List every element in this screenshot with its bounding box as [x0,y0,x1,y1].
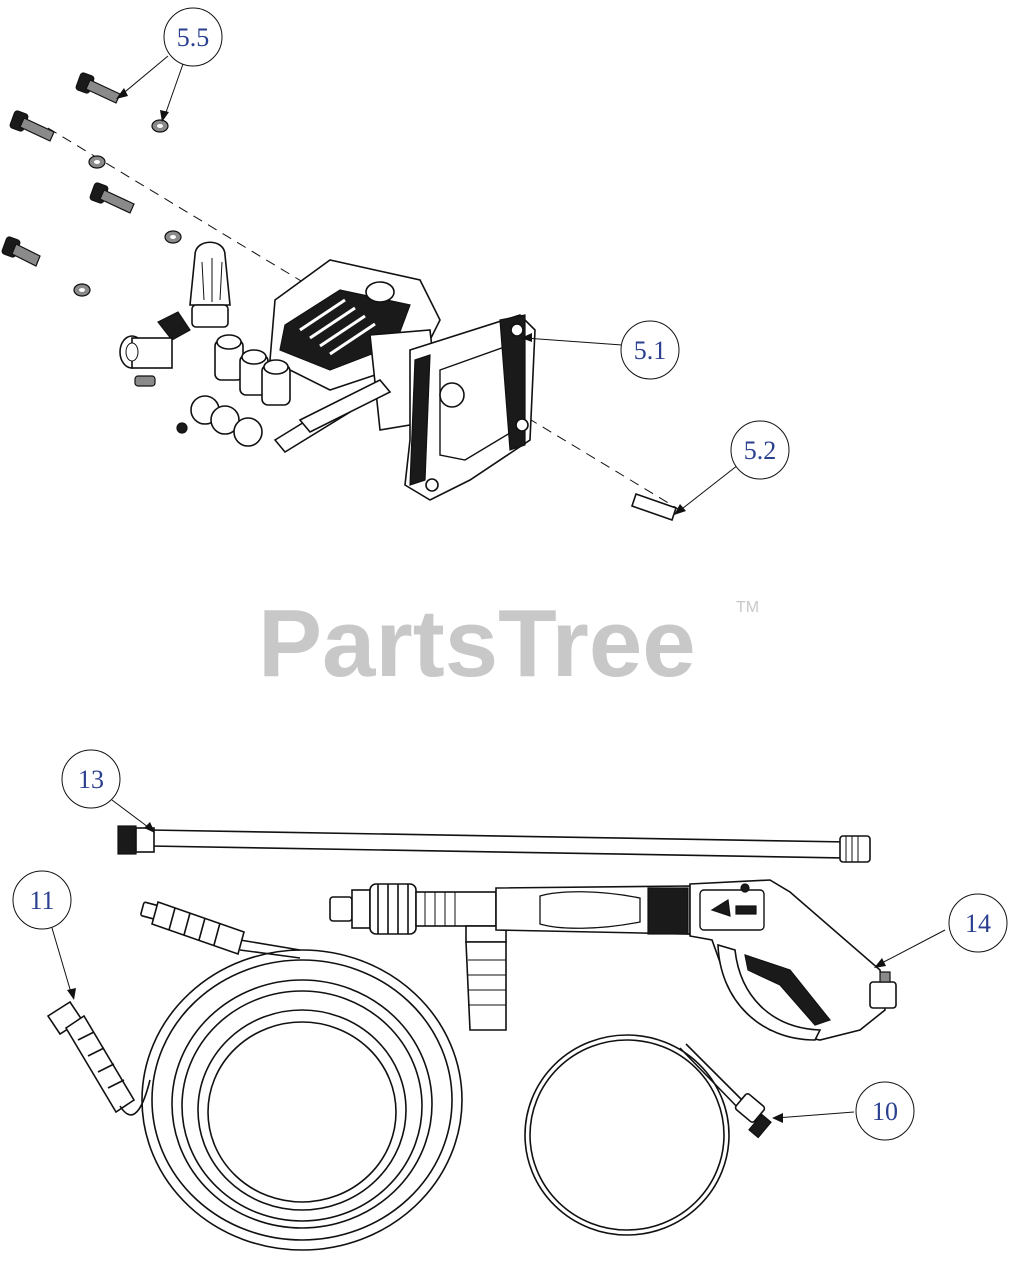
callout-label: 11 [29,886,54,915]
callout-11[interactable]: 11 [12,870,72,930]
callout-label: 5.1 [634,336,667,365]
callout-label: 10 [872,1097,898,1126]
leader-line [51,927,73,997]
spray-gun [329,879,946,1041]
callout-label: 5.5 [177,23,210,52]
callout-5-1[interactable]: 5.1 [620,320,680,380]
pump-body [119,241,441,454]
pressure-hose-coiled [46,900,463,1251]
leader-line [163,63,184,119]
bolt [9,110,55,142]
alignment-dashed-line [47,127,681,511]
leader-line [524,337,623,346]
callout-label: 13 [78,765,104,794]
callout-5-5[interactable]: 5.5 [163,7,223,67]
callout-14[interactable]: 14 [948,893,1008,953]
pump-assembly [1,55,739,522]
callout-13[interactable]: 13 [61,749,121,809]
bolt [1,236,41,267]
callout-label: 14 [965,909,991,938]
mounting-flange [404,314,536,501]
leader-line [877,929,946,966]
leader-line [677,464,739,513]
shaft-key [630,492,678,522]
watermark-text: PartsTree [258,590,696,697]
spray-lance [111,799,871,863]
leader-line [119,55,169,97]
bolt [75,72,121,104]
bolt [89,182,135,214]
watermark-trademark: TM [736,599,759,616]
callout-10[interactable]: 10 [855,1081,915,1141]
leader-line [111,799,153,831]
callout-5-2[interactable]: 5.2 [730,420,790,480]
callout-label: 5.2 [744,436,777,465]
detergent-hose-coiled [524,1034,855,1236]
leader-line [775,1111,855,1119]
watermark: PartsTree TM [258,590,759,697]
